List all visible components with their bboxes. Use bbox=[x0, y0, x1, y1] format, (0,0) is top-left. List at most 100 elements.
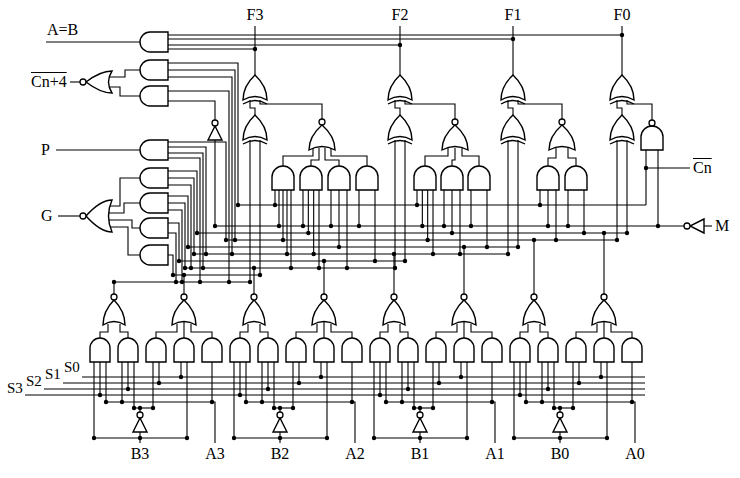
wire bbox=[466, 362, 467, 438]
junction-dot bbox=[469, 224, 473, 228]
and-gate bbox=[286, 338, 306, 362]
junction-dot bbox=[384, 400, 388, 404]
junction-dot bbox=[599, 375, 603, 379]
junction-dot bbox=[620, 33, 624, 37]
wire bbox=[318, 190, 319, 268]
junction-dot bbox=[232, 436, 236, 440]
junction-dot bbox=[558, 406, 562, 410]
wire bbox=[250, 100, 255, 115]
wire bbox=[99, 362, 100, 395]
signal-label: S3 bbox=[6, 380, 24, 397]
and-gate bbox=[140, 32, 168, 52]
wire bbox=[548, 148, 556, 166]
wire bbox=[253, 268, 254, 294]
wire bbox=[56, 149, 140, 150]
and-gate bbox=[258, 338, 278, 362]
signal-label: P bbox=[40, 141, 51, 159]
wire bbox=[183, 322, 184, 338]
wire bbox=[168, 48, 255, 49]
and-gate bbox=[230, 338, 250, 362]
and-gate bbox=[454, 338, 474, 362]
signal-label: Cn+4 bbox=[30, 73, 68, 91]
and-gate bbox=[140, 193, 168, 213]
inversion-bubble bbox=[601, 294, 607, 300]
junction-dot bbox=[213, 224, 217, 228]
xor-gate bbox=[243, 115, 267, 140]
junction-dot bbox=[306, 231, 310, 235]
junction-dot bbox=[644, 166, 648, 170]
wire bbox=[463, 322, 464, 338]
wire bbox=[432, 362, 433, 408]
wire bbox=[168, 210, 182, 282]
wire bbox=[120, 324, 128, 338]
wire bbox=[325, 148, 339, 166]
wire bbox=[168, 158, 200, 282]
wire bbox=[82, 376, 645, 377]
wire bbox=[626, 140, 627, 233]
wire bbox=[459, 190, 460, 254]
wire bbox=[105, 362, 106, 402]
junction-dot bbox=[311, 252, 315, 256]
and-gate bbox=[426, 338, 446, 362]
signal-label: B0 bbox=[550, 445, 571, 463]
inversion-bubble bbox=[137, 412, 143, 418]
and-gate bbox=[90, 338, 110, 362]
and-gate bbox=[140, 60, 168, 80]
wire bbox=[233, 362, 234, 438]
junction-dot bbox=[291, 406, 295, 410]
inverter bbox=[208, 126, 222, 140]
wire bbox=[186, 362, 187, 438]
gates bbox=[80, 32, 704, 432]
and-gate bbox=[342, 338, 362, 362]
xor-gate-curve bbox=[610, 101, 634, 105]
signal-label: A2 bbox=[344, 445, 366, 463]
junction-dot bbox=[418, 436, 422, 440]
junction-dot bbox=[120, 400, 124, 404]
junction-dot bbox=[485, 245, 489, 249]
wire bbox=[152, 362, 153, 408]
junction-dot bbox=[393, 266, 397, 270]
wire bbox=[211, 362, 212, 402]
and-gate bbox=[140, 140, 168, 160]
wire bbox=[486, 190, 487, 247]
wire bbox=[168, 142, 226, 240]
junction-dot bbox=[258, 273, 262, 277]
junction-dot bbox=[204, 252, 208, 256]
wire bbox=[267, 362, 268, 389]
wire bbox=[191, 324, 212, 338]
inversion-bubble bbox=[452, 119, 458, 125]
wire bbox=[239, 362, 240, 395]
wire bbox=[520, 324, 528, 338]
wire bbox=[168, 44, 400, 45]
wire bbox=[399, 26, 400, 76]
signal-label: G bbox=[40, 207, 54, 225]
wire bbox=[320, 362, 321, 377]
inversion-bubble bbox=[417, 412, 423, 418]
junction-dot bbox=[518, 393, 522, 397]
signal-label: B2 bbox=[270, 445, 291, 463]
inversion-bubble bbox=[80, 213, 86, 219]
wire bbox=[393, 254, 394, 294]
signal-label: F3 bbox=[246, 6, 265, 24]
junction-dot bbox=[317, 266, 321, 270]
xor-gate bbox=[610, 75, 634, 100]
wire bbox=[547, 362, 548, 389]
wire bbox=[404, 140, 405, 261]
and-gate bbox=[140, 168, 168, 188]
signal-label: F2 bbox=[391, 6, 410, 24]
wire bbox=[93, 362, 94, 438]
xor-gate bbox=[388, 75, 412, 100]
and-gate bbox=[482, 338, 502, 362]
wire bbox=[438, 362, 439, 383]
junction-dot bbox=[605, 436, 609, 440]
nor-gate bbox=[86, 200, 112, 232]
wire bbox=[379, 362, 380, 395]
junction-dot bbox=[174, 280, 178, 284]
junction-dot bbox=[506, 252, 510, 256]
signal-label: A3 bbox=[204, 445, 226, 463]
junction-dot bbox=[462, 245, 466, 249]
inversion-bubble bbox=[461, 294, 467, 300]
junction-dot bbox=[210, 400, 214, 404]
junction-dot bbox=[546, 224, 550, 228]
wire bbox=[215, 225, 684, 226]
